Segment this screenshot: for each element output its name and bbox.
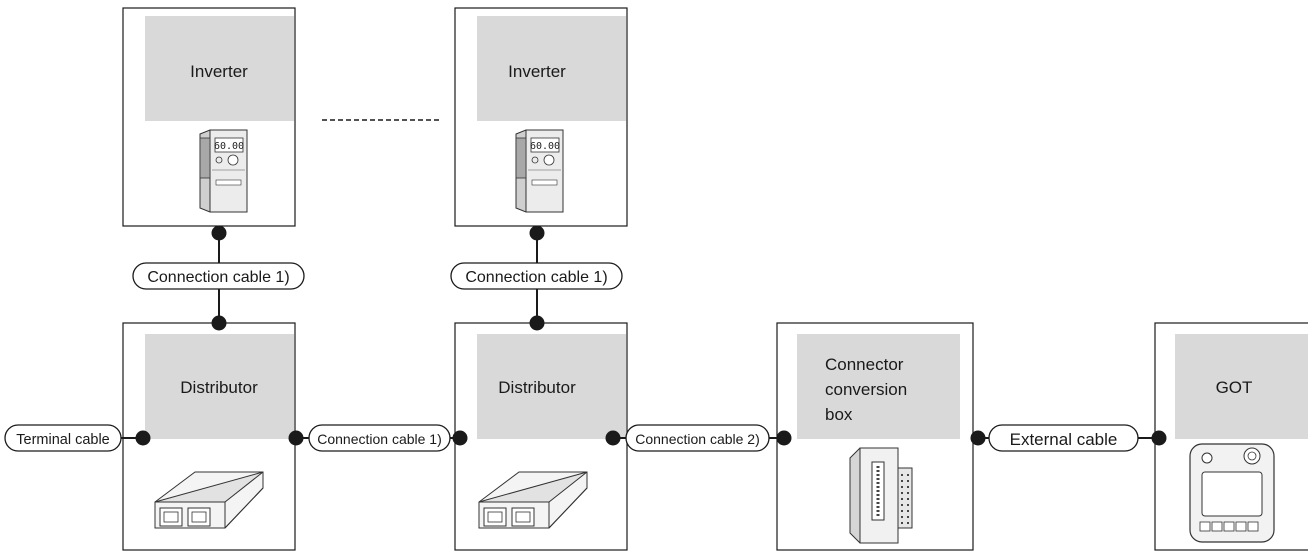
distributor-1-icon (154, 471, 264, 529)
cable-label-pill (132, 262, 305, 290)
inverter-1-icon: 60.00 (199, 129, 248, 213)
distributor-2-box: Distributor (454, 322, 628, 551)
distributor-2-label: Distributor (498, 378, 576, 397)
external-cable-label: External cable (1010, 430, 1118, 449)
distributor-2-label-area (477, 334, 626, 439)
distributor-1-label: Distributor (180, 378, 258, 397)
converter-label-line-3: box (825, 405, 853, 424)
connection-cable-2-label: Connection cable 2) (635, 431, 760, 447)
connector-conversion-box: Connector conversion box (776, 322, 974, 551)
cable-terminal: Terminal cable (4, 424, 151, 452)
inverter-1-label: Inverter (190, 62, 248, 81)
terminal-cable-label: Terminal cable (16, 432, 110, 448)
converter-label-line-1: Connector (825, 355, 904, 374)
inverter-2-icon: 60.00 (515, 129, 564, 213)
connector-dot (211, 225, 227, 241)
converter-label-line-2: conversion (825, 380, 907, 399)
converter-icon (849, 447, 913, 544)
cable-inverter2-distributor2: Connection cable 1) (450, 225, 623, 331)
connector-dot (211, 315, 227, 331)
inverter-2-readout: 60.00 (530, 141, 560, 152)
got-box: GOT (1154, 322, 1308, 551)
connector-dot (776, 430, 792, 446)
cable-distributor2-converter: Connection cable 2) (605, 424, 792, 452)
inverter-1-readout: 60.00 (214, 141, 244, 152)
distributor-1-box: Distributor (122, 322, 296, 551)
cable-label-pill (450, 262, 623, 290)
connector-dot (1151, 430, 1167, 446)
inverter-1-label-area (145, 16, 294, 121)
connection-cable-1-label: Connection cable 1) (147, 269, 289, 286)
inverter-2-label: Inverter (508, 62, 566, 81)
connection-cable-1-label: Connection cable 1) (317, 431, 442, 447)
got-label: GOT (1216, 378, 1253, 397)
inverter-1-box: Inverter 60.00 (122, 7, 296, 227)
distributor-2-icon (478, 471, 588, 529)
inverter-2-label-area (477, 16, 626, 121)
converter-label-area (797, 334, 960, 439)
cable-external: External cable (970, 424, 1167, 452)
connection-cable-1-label: Connection cable 1) (465, 269, 607, 286)
cable-inverter1-distributor1: Connection cable 1) (132, 225, 305, 331)
inverter-2-box: Inverter 60.00 (454, 7, 628, 227)
connector-dot (452, 430, 468, 446)
connector-dot (529, 225, 545, 241)
distributor-1-label-area (145, 334, 294, 439)
cable-distributor1-distributor2: Connection cable 1) (288, 424, 468, 452)
connector-dot (529, 315, 545, 331)
got-label-area (1175, 334, 1308, 439)
got-icon (1189, 443, 1275, 543)
